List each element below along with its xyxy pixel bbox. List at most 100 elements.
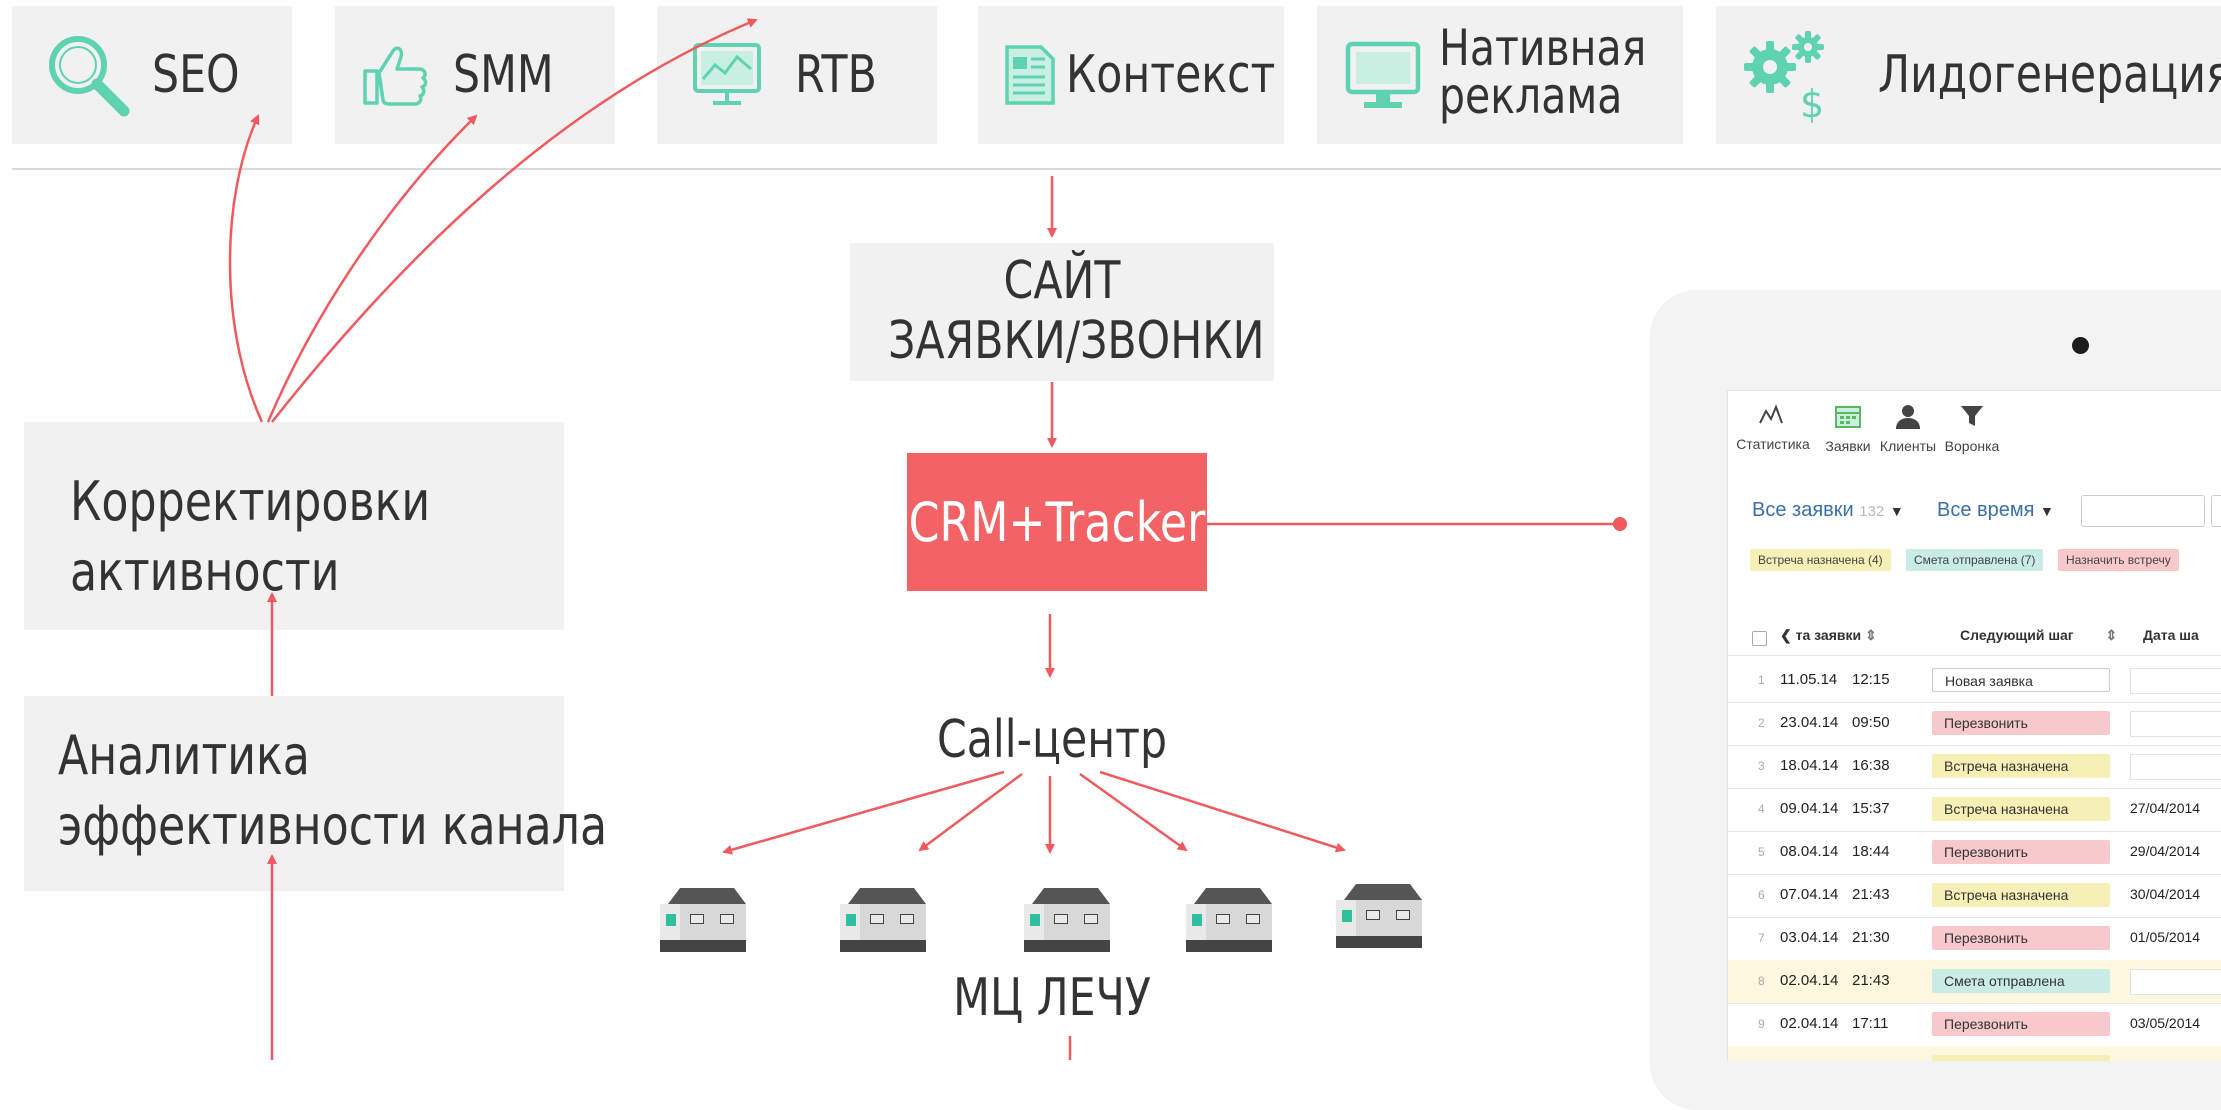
channel-label: Контекст [1066, 45, 1276, 105]
thumbs-up-icon [355, 6, 435, 144]
row-number: 1 [1758, 673, 1765, 687]
col-next-step-label: Следующий шаг [1960, 627, 2074, 643]
nav-requests[interactable]: Заявки [1803, 403, 1893, 454]
channel-context: Контекст [978, 6, 1284, 144]
tag-estimate[interactable]: Смета отправлена (7) [1906, 549, 2044, 571]
flow-arrows [228, 18, 1627, 1060]
row-status-badge[interactable]: Встреча назначена [1932, 883, 2110, 907]
row-number: 3 [1758, 759, 1765, 773]
clinic-house-icon [1022, 884, 1112, 959]
row-next-date-empty[interactable] [2130, 754, 2221, 780]
row-time: 21:43 [1852, 972, 1890, 989]
monitor-chart-icon [687, 6, 767, 144]
channel-label: RTB [795, 45, 877, 105]
row-next-date-empty[interactable] [2130, 668, 2221, 694]
row-status-badge[interactable]: Перезвонить [1932, 926, 2110, 950]
row-number: 2 [1758, 716, 1765, 730]
nav-label: Клиенты [1879, 438, 1937, 454]
arrow-to-clinic-5 [1099, 770, 1346, 853]
row-divider [1728, 917, 2221, 918]
row-next-date: 27/04/2014 [2130, 800, 2201, 816]
col-date[interactable]: ❮ та заявки ⇕ [1780, 627, 1877, 644]
nav-clients[interactable]: Клиенты [1863, 403, 1953, 454]
row-time: 21:30 [1852, 929, 1890, 946]
analytics-line2: эффективности канала [58, 794, 608, 857]
svg-text:$: $ [1800, 82, 1824, 123]
site-box-line1: САЙТ [1003, 251, 1121, 311]
analytics-line1: Аналитика [58, 724, 310, 787]
tag-schedule[interactable]: Назначить встречу [2058, 549, 2179, 571]
date-input[interactable] [2211, 495, 2221, 527]
arrow-to-clinic-2 [918, 772, 1023, 852]
nav-funnel[interactable]: Воронка [1927, 403, 2017, 454]
row-date: 03.04.14 [1780, 929, 1839, 946]
sort-icon: ⇕ [1865, 627, 1877, 643]
row-status-badge[interactable]: Перезвонить [1932, 1012, 2110, 1036]
clinic-label: МЦ ЛЕЧУ [953, 968, 1151, 1028]
magnifier-icon [38, 6, 138, 144]
row-status-badge[interactable]: Перезвонить [1932, 711, 2110, 735]
calendar-icon [1835, 406, 1861, 428]
divider-line [12, 168, 2221, 170]
table-row[interactable]: 2 23.04.14 09:50 Перезвонить [1728, 702, 2221, 745]
row-number: 4 [1758, 802, 1765, 816]
corrections-line1: Корректировки [70, 470, 431, 533]
filter-all-label: Все заявки [1752, 499, 1854, 521]
filter-all-requests[interactable]: Все заявки 132 ▼ [1752, 499, 1904, 522]
corrections-box: Корректировки активности [24, 422, 564, 630]
row-status-badge[interactable]: Новая заявка [1932, 668, 2110, 692]
col-next-step[interactable]: Следующий шаг ⇕ [1960, 627, 2117, 644]
corrections-line2: активности [70, 540, 340, 603]
row-next-date: 01/05/2014 [2130, 929, 2201, 945]
row-date: 23.04.14 [1780, 714, 1839, 731]
row-status-badge[interactable]: Смета отправлена [1932, 969, 2110, 993]
channel-native: Нативная реклама [1317, 6, 1683, 144]
row-time: 12:15 [1852, 671, 1890, 688]
document-icon [1000, 6, 1060, 144]
row-time: 09:50 [1852, 714, 1890, 731]
row-number: 7 [1758, 931, 1765, 945]
row-status-badge[interactable]: Перезвонить [1932, 840, 2110, 864]
nav-label: Статистика [1736, 436, 1810, 452]
row-next-date-empty[interactable] [2130, 711, 2221, 737]
row-status-badge[interactable]: Встреча назначена [1932, 754, 2110, 778]
channel-label-line1: Нативная [1439, 19, 1647, 77]
channel-rtb: RTB [657, 6, 937, 144]
table-row[interactable]: 7 03.04.14 21:30 Перезвонить 01/05/2014 [1728, 917, 2221, 960]
col-step-date[interactable]: Дата ша [2143, 627, 2199, 643]
row-time: 16:38 [1852, 757, 1890, 774]
search-input[interactable] [2081, 495, 2205, 527]
site-box-line2: ЗАЯВКИ/ЗВОНКИ [888, 311, 1265, 371]
row-status-badge[interactable]: Встреча назначена [1932, 1055, 2110, 1061]
arrow-to-clinic-4 [1079, 772, 1188, 852]
crm-connector-dot [1613, 517, 1627, 531]
row-next-date: 30/04/2014 [2130, 886, 2201, 902]
row-next-date-empty[interactable] [2130, 969, 2221, 995]
select-all-checkbox[interactable] [1752, 631, 1767, 646]
row-time: 21:43 [1852, 886, 1890, 903]
nav-statistics[interactable]: Статистика [1728, 403, 1818, 452]
tag-meeting[interactable]: Встреча назначена (4) [1750, 549, 1891, 571]
row-number: 9 [1758, 1017, 1765, 1031]
filter-count: 132 [1859, 503, 1885, 520]
crm-screen: Статистика Заявки Клиенты Воронка Все за… [1727, 390, 2221, 1061]
row-status-badge[interactable]: Встреча назначена [1932, 797, 2110, 821]
row-time: 17:11 [1852, 1015, 1889, 1032]
sort-icon: ⇕ [2105, 627, 2118, 643]
row-divider [1728, 788, 2221, 789]
arrow-to-clinic-1 [722, 770, 1005, 855]
call-center-label: Call-центр [936, 710, 1168, 770]
row-divider [1728, 831, 2221, 832]
chevron-left-icon: ❮ [1780, 627, 1792, 643]
site-box: САЙТ ЗАЯВКИ/ЗВОНКИ [850, 243, 1274, 381]
channel-leadgen: $ Лидогенерация [1716, 6, 2221, 144]
filter-time[interactable]: Все время ▼ [1937, 499, 2054, 522]
